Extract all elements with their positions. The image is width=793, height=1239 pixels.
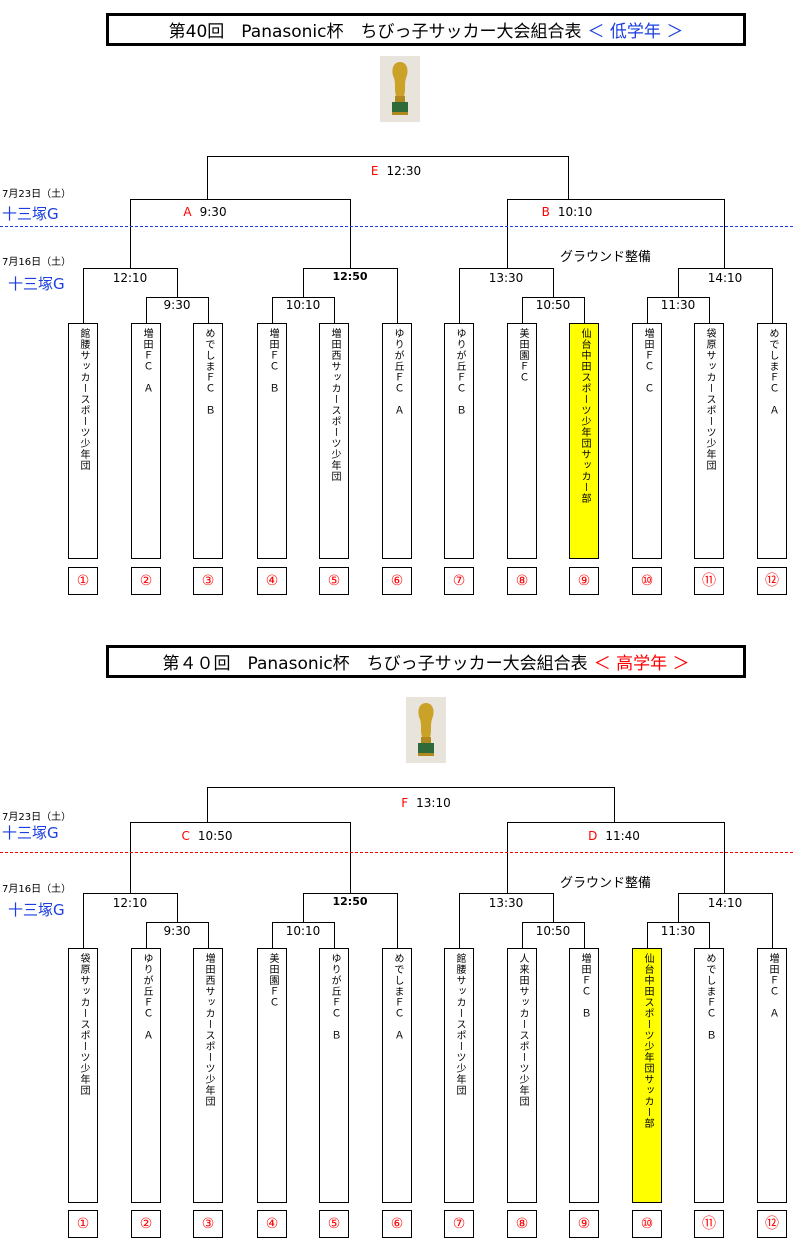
team-box: めでしまＦＣ Ｂ — [193, 323, 223, 559]
seed-number: ⑩ — [632, 1210, 662, 1238]
seed-number: ⑨ — [569, 1210, 599, 1238]
match-time: 10:50 — [535, 924, 571, 938]
seed-number: ② — [131, 567, 161, 595]
team-box-highlighted: 仙台中田スポーツ少年団サッカー部 — [569, 323, 599, 559]
match-time: 12:10 — [112, 271, 148, 285]
match-time: 10:10 — [285, 298, 321, 312]
match-time: 12:50 — [332, 270, 368, 283]
team-box: ゆりが丘ＦＣ Ｂ — [319, 948, 349, 1203]
team-box: 増田ＦＣ Ｃ — [632, 323, 662, 559]
match-time: 9:30 — [163, 298, 191, 312]
team-box: めでしまＦＣ Ａ — [757, 323, 787, 559]
ground-label: 十三塚G — [2, 205, 59, 223]
team-box: ゆりが丘ＦＣ Ａ — [382, 323, 412, 559]
date-label: 7月23日（土） — [2, 189, 72, 200]
match-time: 11:30 — [660, 924, 696, 938]
team-box: めでしまＦＣ Ａ — [382, 948, 412, 1203]
trophy-icon — [406, 697, 446, 763]
team-box: 館腰サッカースポーツ少年団 — [68, 323, 98, 559]
grade-label: ＜ 高学年 ＞ — [593, 654, 690, 674]
team-box: 増田西サッカースポーツ少年団 — [319, 323, 349, 559]
team-box: 増田ＦＣ Ａ — [757, 948, 787, 1203]
team-box: 美田園ＦＣ — [507, 323, 537, 559]
match-time: 10:10 — [285, 924, 321, 938]
page-title: 第40回 Panasonic杯 ちびっ子サッカー大会組合表 ＜ 低学年 ＞ — [106, 13, 746, 46]
seed-number: ④ — [257, 1210, 287, 1238]
match-time: 12:50 — [332, 895, 368, 908]
seed-number: ⑦ — [444, 567, 474, 595]
page-title: 第４０回 Panasonic杯 ちびっ子サッカー大会組合表 ＜ 高学年 ＞ — [106, 645, 746, 678]
ground-label: 十三塚G — [8, 901, 65, 919]
match-time: 9:30 — [163, 924, 191, 938]
grade-label: ＜ 低学年 ＞ — [587, 22, 684, 42]
team-box: 人来田サッカースポーツ少年団 — [507, 948, 537, 1203]
match-time: 11:30 — [660, 298, 696, 312]
seed-number: ⑥ — [382, 1210, 412, 1238]
seed-number: ⑤ — [319, 1210, 349, 1238]
team-box: 増田ＦＣ Ｂ — [569, 948, 599, 1203]
seed-number: ① — [68, 567, 98, 595]
ground-maintenance-note: グラウンド整備 — [560, 250, 652, 265]
team-box: ゆりが丘ＦＣ Ａ — [131, 948, 161, 1203]
team-box: 袋原サッカースポーツ少年団 — [68, 948, 98, 1203]
team-box: 館腰サッカースポーツ少年団 — [444, 948, 474, 1203]
team-box-highlighted: 仙台中田スポーツ少年団サッカー部 — [632, 948, 662, 1203]
seed-number: ④ — [257, 567, 287, 595]
team-box: 増田ＦＣ Ｂ — [257, 323, 287, 559]
ground-label: 十三塚G — [2, 824, 59, 842]
date-label: 7月23日（土） — [2, 812, 72, 823]
seed-number: ⑧ — [507, 1210, 537, 1238]
seed-number: ⑪ — [694, 1210, 724, 1238]
team-box: 増田ＦＣ Ａ — [131, 323, 161, 559]
match-time: 13:30 — [488, 271, 524, 285]
seed-number: ⑫ — [757, 1210, 787, 1238]
seed-number: ⑧ — [507, 567, 537, 595]
trophy-icon — [380, 56, 420, 122]
seed-number: ① — [68, 1210, 98, 1238]
title-text: 第40回 Panasonic杯 ちびっ子サッカー大会組合表 — [168, 22, 582, 42]
match-time: 13:30 — [488, 896, 524, 910]
seed-number: ⑦ — [444, 1210, 474, 1238]
ground-label: 十三塚G — [8, 275, 65, 293]
match-time: 10:50 — [535, 298, 571, 312]
match-time: 12:10 — [112, 896, 148, 910]
seed-number: ③ — [193, 567, 223, 595]
seed-number: ⑨ — [569, 567, 599, 595]
team-box: 増田西サッカースポーツ少年団 — [193, 948, 223, 1203]
team-box: めでしまＦＣ Ｂ — [694, 948, 724, 1203]
seed-number: ⑫ — [757, 567, 787, 595]
seed-number: ⑪ — [694, 567, 724, 595]
match-time: 14:10 — [707, 896, 743, 910]
ground-maintenance-note: グラウンド整備 — [560, 876, 652, 891]
seed-number: ② — [131, 1210, 161, 1238]
team-box: 美田園ＦＣ — [257, 948, 287, 1203]
day-divider — [0, 852, 793, 853]
date-label: 7月16日（土） — [2, 884, 72, 895]
seed-number: ⑥ — [382, 567, 412, 595]
match-time: 14:10 — [707, 271, 743, 285]
seed-number: ⑤ — [319, 567, 349, 595]
date-label: 7月16日（土） — [2, 257, 72, 268]
seed-number: ③ — [193, 1210, 223, 1238]
team-box: ゆりが丘ＦＣ Ｂ — [444, 323, 474, 559]
team-box: 袋原サッカースポーツ少年団 — [694, 323, 724, 559]
seed-number: ⑩ — [632, 567, 662, 595]
day-divider — [0, 226, 793, 227]
title-text: 第４０回 Panasonic杯 ちびっ子サッカー大会組合表 — [162, 654, 588, 674]
